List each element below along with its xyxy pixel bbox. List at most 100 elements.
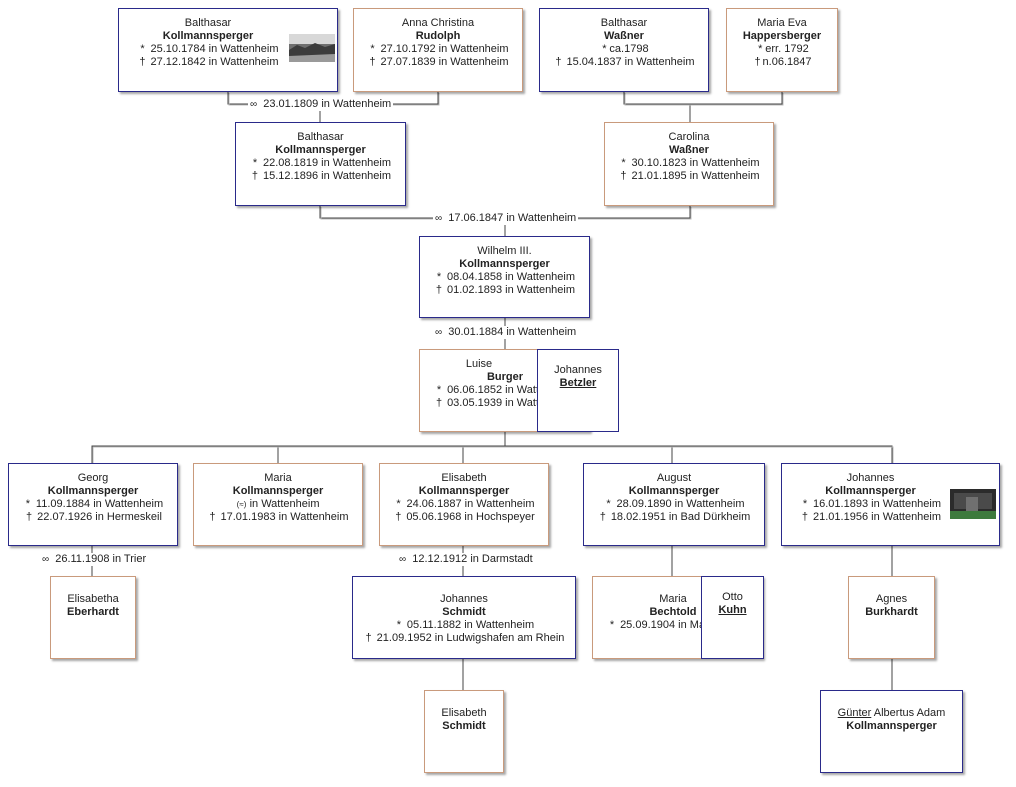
- death-line: † 18.02.1951 in Bad Dürkheim: [584, 511, 764, 524]
- given-name: Otto: [722, 591, 743, 603]
- given-name: Maria Eva: [757, 17, 807, 29]
- person-card-otto-kuhn[interactable]: Otto Kuhn: [701, 576, 764, 659]
- death-icon: †: [365, 632, 372, 644]
- surname: Schmidt: [442, 720, 486, 732]
- death-line: † 21.09.1952 in Ludwigshafen am Rhein: [353, 632, 575, 645]
- surname: Kollmannsperger: [825, 485, 916, 497]
- given-name: Johannes: [846, 472, 895, 484]
- death-line: † 27.07.1839 in Wattenheim: [354, 56, 522, 69]
- birth-value: ca.1798: [609, 43, 649, 55]
- death-line: † 01.02.1893 in Wattenheim: [420, 284, 589, 297]
- given-name: Günter Albertus Adam: [821, 707, 962, 720]
- birth-value: 30.10.1823 in Wattenheim: [631, 157, 760, 169]
- marriage-label-gen3: ∞ 30.01.1884 in Wattenheim: [433, 326, 579, 339]
- marriage-label-gen2: ∞ 17.06.1847 in Wattenheim: [433, 212, 579, 225]
- person-card-elisabeth-schmidt[interactable]: Elisabeth Schmidt: [424, 690, 504, 773]
- death-icon: †: [754, 56, 761, 68]
- given-name: Maria: [264, 472, 292, 484]
- person-card-maria-eva-happersberger[interactable]: Maria Eva Happersberger *err. 1792 †n.06…: [726, 8, 838, 92]
- person-card-august-kollmannsperger[interactable]: August Kollmannsperger * 28.09.1890 in W…: [583, 463, 765, 546]
- given-name: Balthasar: [184, 17, 232, 29]
- connector-children-bar: [91, 432, 893, 463]
- portrait-photo-icon[interactable]: [289, 34, 335, 62]
- death-icon: †: [435, 397, 443, 409]
- marriage-label-elisabeth: ∞ 12.12.1912 in Darmstadt: [397, 553, 535, 566]
- marriage-rings-icon: ∞: [435, 327, 442, 338]
- person-card-johannes-schmidt[interactable]: Johannes Schmidt * 05.11.1882 in Wattenh…: [352, 576, 576, 659]
- given-name: Carolina: [668, 131, 710, 143]
- person-card-elisabetha-eberhardt[interactable]: Elisabetha Eberhardt: [50, 576, 136, 659]
- surname: Rudolph: [415, 30, 461, 42]
- given-name: Anna Christina: [401, 17, 475, 29]
- death-line: † 21.01.1895 in Wattenheim: [605, 170, 773, 183]
- person-card-georg-kollmannsperger[interactable]: Georg Kollmannsperger * 11.09.1884 in Wa…: [8, 463, 178, 546]
- birth-line: * 24.06.1887 in Wattenheim: [380, 498, 548, 511]
- birth-value: 08.04.1858 in Wattenheim: [447, 271, 576, 283]
- person-card-guenter-albertus-adam-kollmannsperger[interactable]: Günter Albertus Adam Kollmannsperger: [820, 690, 963, 773]
- given-name: Johannes: [440, 593, 488, 605]
- surname: Betzler: [559, 377, 597, 389]
- person-card-wilhelm-iii-kollmannsperger[interactable]: Wilhelm III. Kollmannsperger * 08.04.185…: [419, 236, 590, 318]
- death-value: n.06.1847: [762, 56, 812, 68]
- given-name: Balthasar: [297, 131, 344, 143]
- surname: Kollmannsperger: [418, 485, 510, 497]
- death-line: † 15.04.1837 in Wattenheim: [540, 56, 708, 69]
- birth-icon: *: [396, 619, 401, 631]
- death-icon: †: [209, 511, 216, 523]
- surname: Kollmannsperger: [47, 485, 139, 497]
- birth-line: * 28.09.1890 in Wattenheim: [584, 498, 764, 511]
- given-name: Georg: [77, 472, 109, 484]
- person-card-balthasar-kollmannsperger-1784[interactable]: Balthasar Kollmannsperger * 25.10.1784 i…: [118, 8, 338, 92]
- death-value: 15.12.1896 in Wattenheim: [263, 170, 392, 182]
- marriage-label-gen1: ∞ 23.01.1809 in Wattenheim: [248, 98, 394, 111]
- birth-icon: *: [25, 498, 30, 510]
- death-icon: †: [369, 56, 376, 68]
- birth-value: 25.10.1784 in Wattenheim: [150, 43, 279, 55]
- birth-line: *ca.1798: [540, 43, 708, 56]
- birth-value: 11.09.1884 in Wattenheim: [35, 498, 164, 510]
- given-name: August: [656, 472, 692, 484]
- person-card-elisabeth-kollmannsperger[interactable]: Elisabeth Kollmannsperger * 24.06.1887 i…: [379, 463, 549, 546]
- birth-line: * 30.10.1823 in Wattenheim: [605, 157, 773, 170]
- baptism-line: (≈) in Wattenheim: [194, 498, 362, 511]
- death-line: †n.06.1847: [727, 56, 837, 69]
- surname: Waßner: [669, 144, 709, 156]
- surname: Kollmannsperger: [275, 144, 366, 156]
- birth-line: * 11.09.1884 in Wattenheim: [9, 498, 177, 511]
- death-line: † 15.12.1896 in Wattenheim: [236, 170, 405, 183]
- person-card-balthasar-wassner[interactable]: Balthasar Waßner *ca.1798 † 15.04.1837 i…: [539, 8, 709, 92]
- person-card-maria-kollmannsperger[interactable]: Maria Kollmannsperger (≈) in Wattenheim …: [193, 463, 363, 546]
- person-card-balthasar-kollmannsperger-1819[interactable]: Balthasar Kollmannsperger * 22.08.1819 i…: [235, 122, 406, 206]
- death-value: 21.09.1952 in Ludwigshafen am Rhein: [376, 632, 565, 644]
- death-icon: †: [435, 284, 443, 296]
- birth-icon: *: [436, 384, 442, 396]
- birth-line: * 16.01.1893 in Wattenheim: [782, 498, 959, 511]
- death-value: 27.12.1842 in Wattenheim: [150, 56, 279, 68]
- birth-icon: *: [758, 43, 763, 55]
- baptism-icon: (≈): [236, 500, 247, 509]
- person-card-agnes-burkhardt[interactable]: Agnes Burkhardt: [848, 576, 935, 659]
- birth-icon: *: [606, 498, 611, 510]
- birth-line: * 27.10.1792 in Wattenheim: [354, 43, 522, 56]
- birth-value: 28.09.1890 in Wattenheim: [616, 498, 745, 510]
- birth-icon: *: [252, 157, 258, 169]
- surname: Kollmannsperger: [459, 258, 550, 270]
- person-card-johannes-kollmannsperger[interactable]: Johannes Kollmannsperger * 16.01.1893 in…: [781, 463, 1000, 546]
- given-name: Elisabetha: [67, 593, 119, 605]
- birth-line: * 08.04.1858 in Wattenheim: [420, 271, 589, 284]
- death-line: † 22.07.1926 in Hermeskeil: [9, 511, 177, 524]
- marriage-label-georg: ∞ 26.11.1908 in Trier: [40, 553, 149, 566]
- birth-value: 25.09.1904 in Ma: [620, 619, 706, 631]
- death-value: 05.06.1968 in Hochspeyer: [406, 511, 535, 523]
- given-name: Johannes: [554, 364, 602, 376]
- birth-value: err. 1792: [765, 43, 809, 55]
- person-card-johannes-betzler[interactable]: Johannes Betzler: [537, 349, 619, 432]
- surname: Happersberger: [742, 30, 822, 42]
- portrait-photo-icon[interactable]: [950, 489, 996, 519]
- surname: Burkhardt: [865, 606, 918, 618]
- person-card-carolina-wassner[interactable]: Carolina Waßner * 30.10.1823 in Wattenhe…: [604, 122, 774, 206]
- birth-icon: *: [396, 498, 401, 510]
- death-line: † 03.05.1939 in Watt: [420, 397, 589, 410]
- person-card-anna-christina-rudolph[interactable]: Anna Christina Rudolph * 27.10.1792 in W…: [353, 8, 523, 92]
- birth-icon: *: [802, 498, 808, 510]
